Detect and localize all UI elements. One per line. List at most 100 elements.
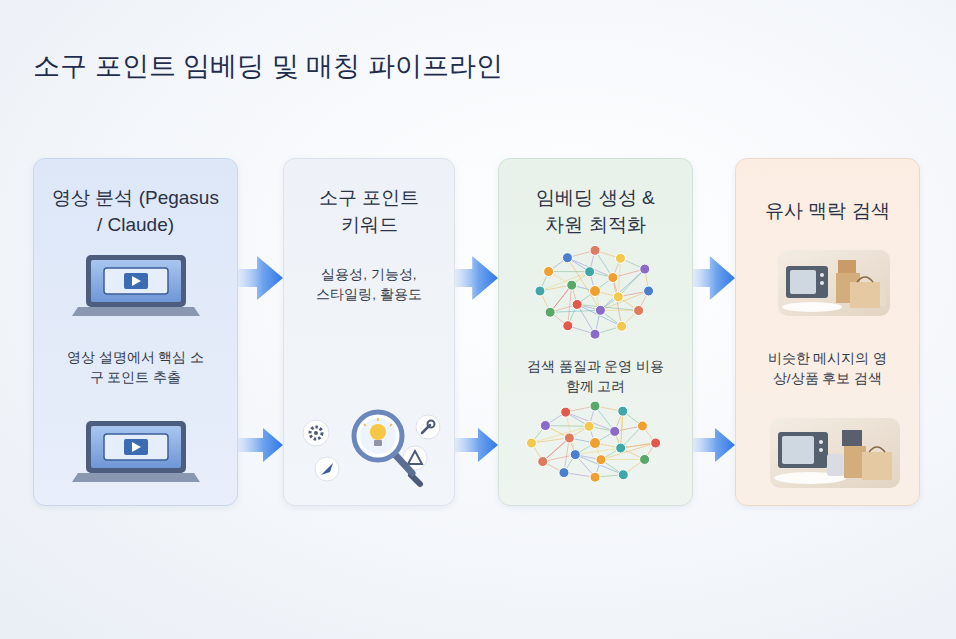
laptop-icon-part bbox=[86, 421, 186, 473]
network-dot bbox=[610, 426, 620, 436]
network-link bbox=[621, 411, 623, 448]
product-photo-part bbox=[838, 260, 856, 274]
keyword-icons-part bbox=[428, 421, 435, 428]
network-dot bbox=[540, 421, 550, 431]
laptop-icon-part bbox=[132, 442, 141, 452]
network-link bbox=[575, 455, 623, 475]
product-photo-part bbox=[778, 250, 890, 316]
panel-body-box: 영상 설명에서 핵심 소구 포인트 추출 bbox=[34, 348, 237, 388]
network-dot bbox=[651, 438, 661, 448]
flow-arrow bbox=[455, 428, 498, 462]
flow-arrow bbox=[238, 256, 283, 300]
network-dot bbox=[590, 472, 600, 482]
keyword-icons-part bbox=[416, 415, 440, 439]
keyword-icons-part bbox=[314, 431, 318, 435]
network-dot bbox=[567, 280, 577, 290]
network-link bbox=[575, 443, 655, 455]
flow-arrow bbox=[693, 256, 735, 300]
flow-arrow bbox=[455, 256, 498, 300]
network-dot bbox=[545, 307, 555, 317]
laptop-icon-part bbox=[124, 439, 148, 455]
network-dot bbox=[590, 329, 600, 339]
panel-body-box: 검색 품질과 운영 비용 함께 고려 bbox=[499, 357, 692, 397]
laptop-icon-part bbox=[91, 426, 181, 468]
product-photo-part bbox=[790, 270, 816, 294]
network-dot bbox=[570, 450, 580, 460]
product-photo-part bbox=[782, 436, 814, 464]
laptop-icon-part bbox=[72, 307, 200, 316]
panel-heading: 임베딩 생성 & 차원 최적화 bbox=[534, 184, 657, 238]
panel-description: 비슷한 메시지의 영상/상품 후보 검색 bbox=[764, 349, 892, 389]
laptop-icon-part bbox=[132, 276, 141, 286]
network-dot bbox=[616, 443, 626, 453]
network-link bbox=[621, 411, 623, 448]
network-link bbox=[531, 438, 569, 443]
network-link bbox=[568, 285, 572, 326]
network-link bbox=[531, 426, 589, 443]
keyword-icons-part bbox=[315, 457, 339, 481]
network-dot bbox=[572, 299, 582, 309]
network-dot bbox=[526, 438, 536, 448]
panel-description: 영상 설명에서 핵심 소구 포인트 추출 bbox=[65, 348, 207, 388]
keyword-icons-part bbox=[408, 451, 422, 464]
keyword-icons-part bbox=[303, 420, 329, 446]
keyword-icons-part bbox=[354, 412, 402, 460]
panel-heading: 영상 분석 (Pegasus / Claude) bbox=[52, 184, 219, 238]
network-link bbox=[549, 271, 590, 272]
product-photo bbox=[770, 418, 900, 488]
flow-arrow bbox=[238, 428, 283, 462]
diagram-title: 소구 포인트 임베딩 및 매칭 파이프라인 bbox=[33, 48, 503, 84]
panel-heading-box: 임베딩 생성 & 차원 최적화 bbox=[499, 184, 692, 238]
network-link bbox=[577, 304, 638, 310]
embedding-network bbox=[526, 401, 660, 482]
laptop-icon bbox=[72, 421, 200, 482]
network-dot bbox=[535, 286, 545, 296]
network-dot bbox=[563, 321, 573, 331]
product-photo-part bbox=[850, 282, 880, 308]
network-dot bbox=[640, 454, 650, 464]
network-dot bbox=[584, 421, 594, 431]
network-dot bbox=[608, 273, 618, 283]
product-photo-part bbox=[842, 430, 862, 446]
panel-heading-box: 영상 분석 (Pegasus / Claude) bbox=[34, 184, 237, 238]
panel-heading: 유사 맥락 검색 bbox=[765, 197, 890, 224]
network-dot bbox=[615, 253, 625, 263]
product-photo-part bbox=[820, 273, 824, 277]
laptop-icon-part bbox=[72, 473, 200, 482]
network-dot bbox=[590, 438, 601, 449]
network-dot bbox=[590, 401, 600, 411]
network-dot bbox=[618, 406, 628, 416]
network-dot bbox=[644, 286, 654, 296]
product-photo-part bbox=[778, 432, 828, 468]
network-link bbox=[600, 269, 644, 310]
network-dot bbox=[559, 468, 569, 478]
product-photo-part bbox=[819, 448, 823, 452]
network-dot bbox=[595, 305, 605, 315]
panel-description: 실용성, 기능성, 스타일링, 활용도 bbox=[314, 265, 424, 305]
network-link bbox=[618, 258, 620, 297]
product-photo-part bbox=[770, 418, 900, 488]
network-dot bbox=[544, 267, 554, 277]
product-photo-part bbox=[869, 447, 885, 452]
product-photo-part bbox=[862, 452, 892, 480]
flow-arrow bbox=[693, 428, 735, 462]
network-dot bbox=[590, 245, 600, 255]
network-dot bbox=[564, 433, 574, 443]
keyword-icons-part bbox=[310, 427, 322, 439]
keyword-icons bbox=[303, 412, 440, 484]
product-photo bbox=[778, 250, 890, 316]
network-dot bbox=[640, 264, 650, 274]
product-photo-part bbox=[880, 286, 886, 306]
network-link bbox=[545, 425, 589, 427]
laptop-icon-part bbox=[104, 434, 168, 460]
laptop-icon-part bbox=[86, 255, 186, 307]
keyword-icons-part bbox=[370, 424, 386, 440]
keyword-icons-part bbox=[321, 463, 333, 475]
network-dot bbox=[634, 306, 644, 316]
panel-heading-box: 소구 포인트 키워드 bbox=[284, 184, 454, 238]
network-dot bbox=[618, 470, 628, 480]
network-dot bbox=[561, 407, 571, 417]
panel-body-box: 비슷한 메시지의 영상/상품 후보 검색 bbox=[736, 349, 919, 389]
